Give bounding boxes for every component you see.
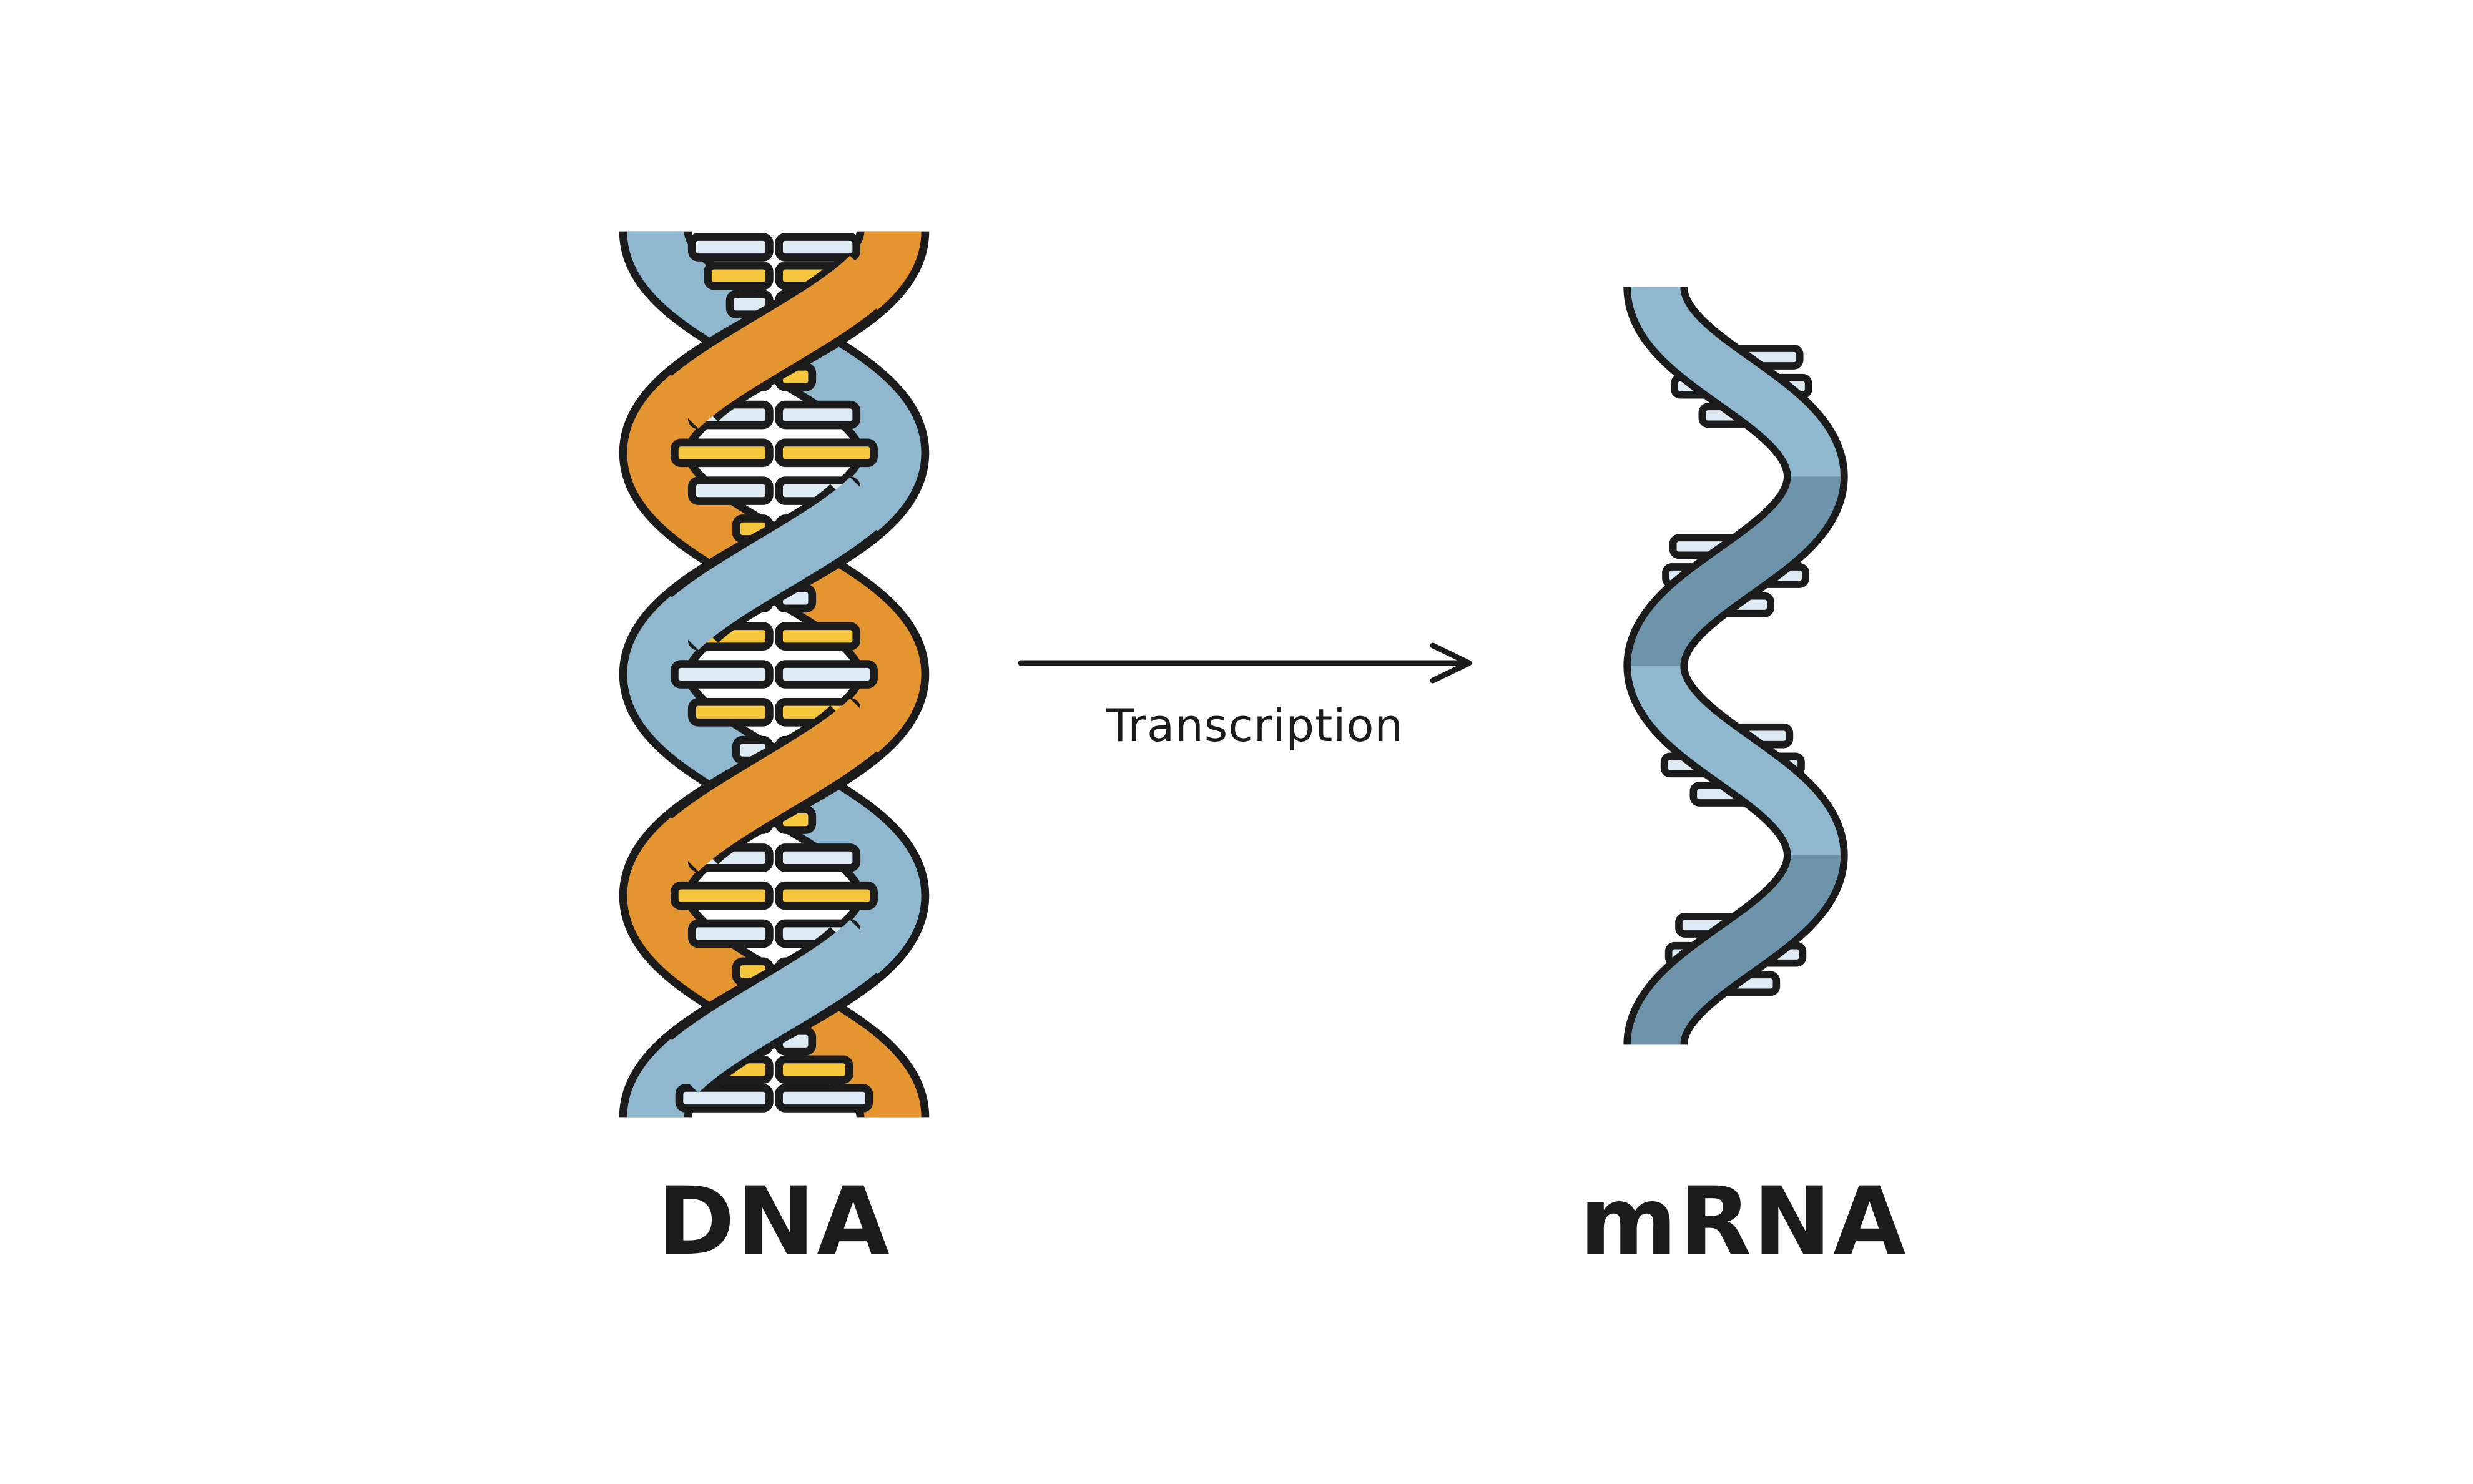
arrow-head [1430, 642, 1472, 684]
dna-base-pair-rung [687, 233, 774, 262]
dna-base-pair-rung [775, 843, 861, 872]
dna-base-pair-rung [775, 1055, 853, 1084]
dna-base-pair-rung [671, 881, 774, 910]
dna-base-pair-rung [775, 233, 861, 262]
mrna-strand-backside-1 [1631, 474, 1841, 668]
dna-base-pair-rung [775, 622, 861, 651]
dna-base-pair-rung [775, 660, 878, 689]
mrna-helix-figure [1623, 284, 1848, 1048]
transcription-arrow [1018, 642, 1472, 684]
mrna-strand-backside-2 [1631, 853, 1841, 1047]
dna-base-pair-rung [687, 476, 774, 505]
transcription-label: Transcription [1106, 699, 1404, 752]
dna-crossover-3-fill [657, 698, 891, 872]
dna-crossover-segments [657, 255, 891, 1094]
mrna-label: mRNA [1580, 1167, 1908, 1276]
dna-helix-figure [619, 228, 930, 1121]
mrna-strand [1623, 284, 1848, 1048]
dna-base-pair-rung [675, 1084, 774, 1113]
dna-base-pair-rung [671, 438, 774, 468]
dna-crossover-4-fill [657, 919, 891, 1094]
dna-base-pair-rung [775, 1084, 873, 1113]
dna-base-pair-rung [775, 881, 878, 910]
dna-base-pair-rung [687, 698, 774, 727]
dna-base-pair-rung [775, 400, 861, 430]
dna-crossover-1-fill [657, 255, 891, 430]
dna-base-pair-rung [704, 261, 774, 290]
dna-label: DNA [657, 1167, 892, 1276]
dna-base-pair-rung [775, 438, 878, 468]
dna-base-pair-rung [671, 660, 774, 689]
dna-crossover-2-fill [657, 476, 891, 651]
dna-base-pair-rung [687, 919, 774, 948]
